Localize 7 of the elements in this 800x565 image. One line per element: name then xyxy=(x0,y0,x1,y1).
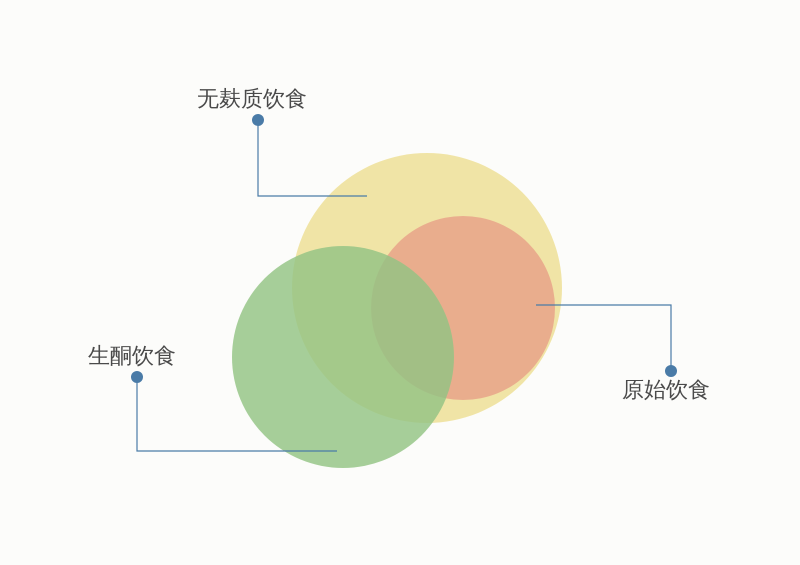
circle-label: 生酮饮食 xyxy=(88,343,176,371)
leader-line xyxy=(536,304,677,377)
leader-line xyxy=(131,371,337,452)
circle-label: 无麸质饮食 xyxy=(197,86,307,114)
leader-line xyxy=(252,114,367,197)
circle-label: 原始饮食 xyxy=(622,377,710,405)
venn-circle xyxy=(232,246,454,468)
